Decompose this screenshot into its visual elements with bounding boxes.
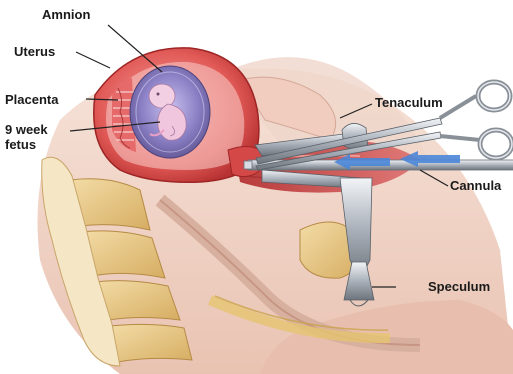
cannula-label: Cannula bbox=[450, 178, 501, 193]
uterus-label: Uterus bbox=[14, 44, 55, 59]
placenta-label: Placenta bbox=[5, 92, 58, 107]
speculum-label: Speculum bbox=[428, 279, 490, 294]
tenaculum-label: Tenaculum bbox=[375, 95, 443, 110]
fetus-label: 9 week fetus bbox=[5, 122, 48, 152]
amnion-label: Amnion bbox=[42, 7, 90, 22]
